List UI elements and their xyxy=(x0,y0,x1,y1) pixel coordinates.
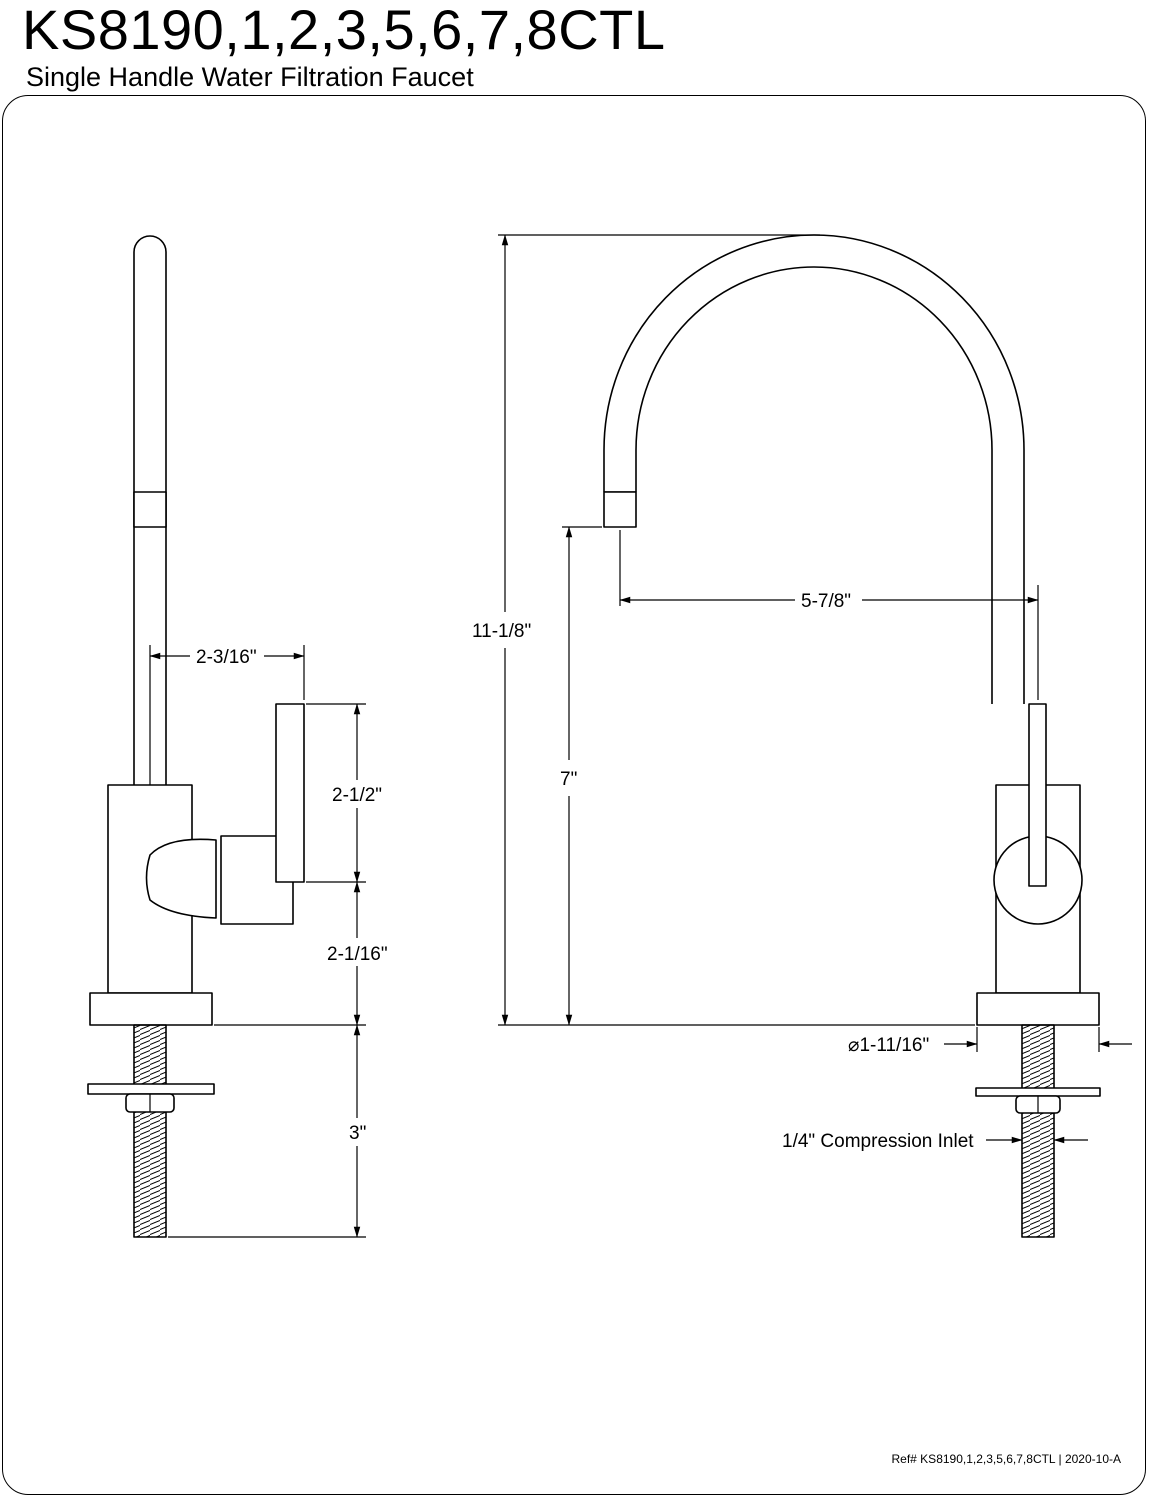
side-handle-lever xyxy=(275,703,305,883)
front-view-faucet xyxy=(603,234,1101,1238)
side-spout-collar xyxy=(133,491,167,528)
side-spout-tube xyxy=(133,235,167,785)
drawing-frame xyxy=(2,95,1146,1495)
front-base-plate xyxy=(976,992,1100,1026)
side-view-dimensions xyxy=(149,645,366,1238)
label-compression-inlet: 1/4" Compression Inlet xyxy=(782,1131,974,1152)
page-title: KS8190,1,2,3,5,6,7,8CTL xyxy=(22,0,666,61)
page-subtitle: Single Handle Water Filtration Faucet xyxy=(26,62,474,92)
reference-note: Ref# KS8190,1,2,3,5,6,7,8CTL | 2020-10-A xyxy=(892,1452,1122,1466)
side-handle-dome xyxy=(145,838,217,919)
dim-body-height: 2-1/16" xyxy=(327,944,388,965)
dim-overall-height: 11-1/8" xyxy=(472,621,531,642)
dim-spout-reach: 5-7/8" xyxy=(801,591,851,612)
dim-base-diameter: ⌀1-11/16" xyxy=(848,1035,929,1056)
front-view-dimensions xyxy=(498,234,1132,1144)
side-base-plate xyxy=(89,992,213,1026)
side-view-faucet xyxy=(87,235,305,1238)
dim-shank-length: 3" xyxy=(349,1123,366,1144)
front-spout-tip xyxy=(603,491,637,528)
front-threaded-shank xyxy=(1021,1024,1055,1238)
dim-handle-height: 2-1/2" xyxy=(332,785,382,806)
dim-spout-height: 7" xyxy=(560,769,577,790)
side-threaded-shank xyxy=(133,1024,167,1238)
dim-handle-offset: 2-3/16" xyxy=(196,647,257,668)
front-spout-gooseneck xyxy=(603,234,1025,704)
side-washer xyxy=(87,1083,215,1095)
front-washer xyxy=(975,1087,1101,1097)
front-handle-lever xyxy=(1028,703,1047,887)
